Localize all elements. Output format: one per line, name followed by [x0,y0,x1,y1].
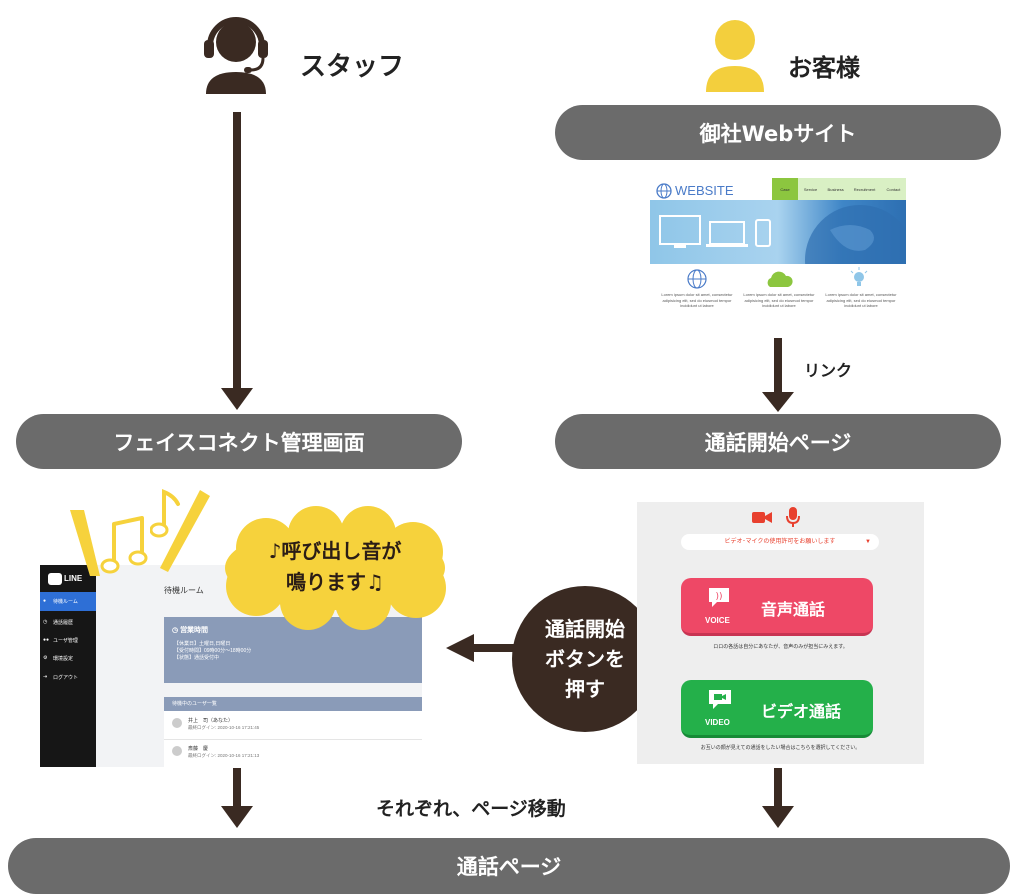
ring-cloud-line2: 鳴ります♫ [286,570,384,594]
start-page-pill: 通話開始ページ [555,414,1001,469]
permission-text: ビデオ･マイクの使用許可をお願いします [724,539,836,545]
website-col-1-text: Lorem ipsum dolor sit amet, consectetur … [661,292,733,308]
admin-menu-users[interactable]: ユーザ管理 [53,638,78,644]
link-arrow-shaft [774,338,782,396]
admin-screen-pill: フェイスコネクト管理画面 [16,414,462,469]
admin-hours-card: ◷ 営業時間 【休業日】土曜日,日曜日 【受付時間】09時00分〜18時00分 … [164,617,422,683]
start-down-arrowhead-icon [762,806,794,828]
voice-note: ロロの各話は自分にあなたが、音声のみが担当にみえます。 [713,644,848,650]
staff-down-arrowhead-icon [221,388,253,410]
lightbulb-icon [850,267,868,286]
admin-user-2-name: 斎藤 慶 [188,746,209,752]
press-left-arrow-shaft [470,644,522,652]
admin-user-2-login: 最終ログイン: 2020-10-16 17:21:13 [188,753,260,758]
earth-icon [805,205,906,264]
permission-select[interactable]: ビデオ･マイクの使用許可をお願いします ▼ [681,534,879,550]
ring-burst-icon [70,490,210,576]
press-button-bubble: 通話開始 ボタンを 押す [512,586,658,732]
divider [164,739,422,740]
admin-menu-waiting-icon: ● [43,598,47,604]
link-arrowhead-icon [762,392,794,412]
video-note: お互いの顔が見えての通話をしたい場合はこちらを選択してください。 [700,745,861,751]
website-nav: Case Service Business Recruitment Contac… [772,178,906,200]
call-page-pill: 通話ページ [8,838,1010,894]
voice-bubble-icon: )) [709,588,729,607]
admin-menu-users-icon: ●● [43,637,50,643]
admin-menu-settings[interactable]: 環境設定 [53,656,74,662]
admin-user-1-name: 井上 司（あなた） [188,718,234,724]
admin-hours-title: ◷ 営業時間 [172,627,209,634]
video-bubble-icon [709,690,731,709]
staff-label: スタッフ [300,52,405,82]
avatar [172,718,182,728]
website-col-3-text: Lorem ipsum dolor sit amet, consectetur … [825,292,897,308]
devices-icon [659,215,771,248]
voice-call-button[interactable]: )) VOICE 音声通話 [681,578,873,636]
press-left-arrowhead-icon [446,634,474,662]
ring-cloud-line1: ♪呼び出し音が [268,539,402,563]
ring-cloud-text: ♪呼び出し音が 鳴ります♫ [228,536,442,598]
admin-sidebar: LINE 待機ルーム 通話履歴 ユーザ管理 環境設定 ログアウト ● ◷ ●● … [40,565,96,767]
admin-hours-lines: 【休業日】土曜日,日曜日 【受付時間】09時00分〜18時00分 【状態】通話受… [174,641,252,661]
press-bubble-line3: 押す [565,677,605,701]
website-nav-recruitment[interactable]: Recruitment [848,178,881,200]
video-tag: VIDEO [705,718,730,727]
staff-operator-icon [204,17,268,94]
svg-text:)): )) [715,592,722,602]
admin-menu-settings-icon: ⚙ [43,655,48,661]
website-nav-case[interactable]: Case [772,178,798,200]
customer-person-icon [706,20,764,92]
music-note-icon [100,516,148,574]
admin-menu-logout[interactable]: ログアウト [53,675,79,681]
ring-cloud-shape [225,506,446,630]
website-pill: 御社Webサイト [555,105,1001,160]
admin-menu-active-bg [40,592,96,611]
cloud-icon [767,271,793,287]
avatar [172,746,182,756]
world-icon [687,269,707,289]
video-call-button[interactable]: VIDEO ビデオ通話 [681,680,873,738]
staff-down-arrow-shaft [233,112,241,392]
admin-user-list: 井上 司（あなた） 最終ログイン: 2020-10-16 17:21:45 斎藤… [164,711,422,767]
chevron-down-icon: ▼ [865,539,871,545]
link-label: リンク [804,361,853,380]
microphone-icon [786,507,800,527]
admin-down-arrow-shaft [233,768,241,810]
start-page-mock: ビデオ･マイクの使用許可をお願いします ▼ )) VOICE 音声通話 ロロの各… [637,502,924,764]
website-brand: WEBSITE [675,183,734,198]
website-hero [650,200,906,264]
start-down-arrow-shaft [774,768,782,810]
voice-tag: VOICE [705,616,730,625]
website-nav-business[interactable]: Business [823,178,849,200]
website-nav-service[interactable]: Service [798,178,824,200]
video-call-label: ビデオ通話 [761,704,842,721]
page-move-label: それぞれ、ページ移動 [376,798,566,820]
admin-page-title: 待機ルーム [164,586,204,595]
admin-waiting-header: 待機中のユーザ一覧 [164,697,422,711]
admin-menu-logout-icon: ⇥ [43,674,48,680]
admin-menu-waiting[interactable]: 待機ルーム [53,599,78,605]
press-bubble-line1: 通話開始 [545,617,625,641]
website-mock: WEBSITE Case Service Business Recruitmen… [650,178,906,320]
website-nav-contact[interactable]: Contact [880,178,906,200]
globe-icon [656,183,672,199]
customer-label: お客様 [788,54,860,82]
press-bubble-line2: ボタンを [545,647,625,671]
voice-call-label: 音声通話 [761,602,826,619]
admin-user-1-login: 最終ログイン: 2020-10-16 17:21:45 [188,725,260,730]
admin-menu-history-icon: ◷ [43,619,48,625]
video-camera-icon [752,512,772,523]
admin-logo-text: LINE [64,574,83,583]
admin-logo-mark [48,573,62,585]
admin-menu-history[interactable]: 通話履歴 [53,620,74,626]
admin-down-arrowhead-icon [221,806,253,828]
music-note-icon [150,489,180,538]
website-col-2-text: Lorem ipsum dolor sit amet, consectetur … [743,292,815,308]
